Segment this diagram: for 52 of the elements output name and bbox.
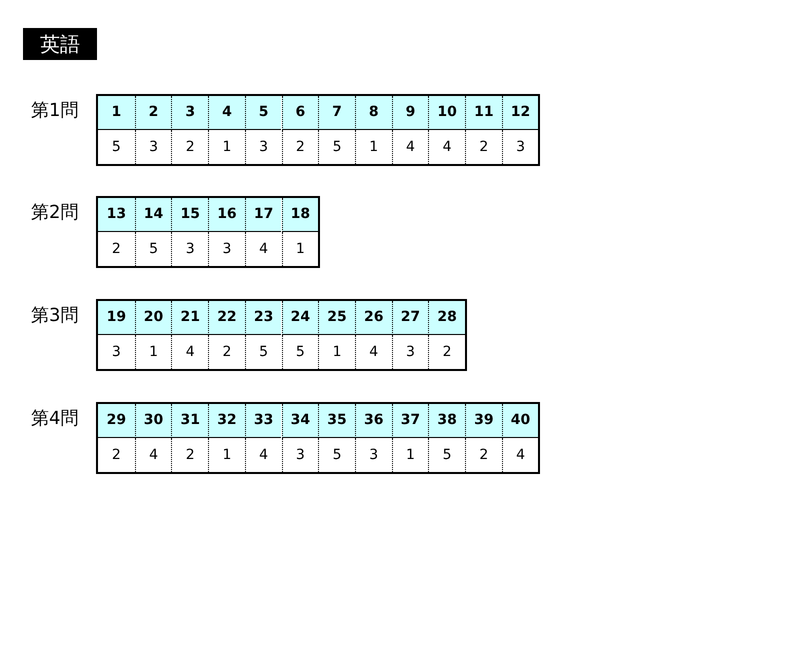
question-number: 40 <box>502 404 538 438</box>
question-number: 1 <box>98 96 135 130</box>
question-number: 31 <box>171 404 208 438</box>
question-number: 36 <box>354 404 392 438</box>
question-number: 38 <box>428 404 465 438</box>
answer-number: 3 <box>134 130 172 164</box>
question-number: 5 <box>244 96 282 130</box>
section-heading: 英語 <box>23 28 97 60</box>
answer-number: 1 <box>134 335 172 369</box>
question-number: 35 <box>318 404 355 438</box>
question-label: 第4問 <box>31 407 78 431</box>
question-number: 2 <box>134 96 172 130</box>
question-number: 9 <box>392 96 428 130</box>
question-number: 18 <box>282 198 318 232</box>
question-number: 7 <box>318 96 355 130</box>
question-number: 29 <box>98 404 135 438</box>
answer-number: 5 <box>134 232 172 266</box>
question-number: 16 <box>208 198 245 232</box>
question-number: 15 <box>171 198 208 232</box>
question-number: 22 <box>208 301 245 335</box>
question-number: 21 <box>171 301 208 335</box>
question-number: 8 <box>354 96 392 130</box>
question-number: 13 <box>98 198 135 232</box>
question-number: 6 <box>282 96 318 130</box>
question-number: 12 <box>502 96 538 130</box>
question-number: 20 <box>134 301 172 335</box>
answer-number: 4 <box>134 438 172 472</box>
question-number: 23 <box>244 301 282 335</box>
question-number: 33 <box>244 404 282 438</box>
question-number: 37 <box>392 404 428 438</box>
question-number: 3 <box>171 96 208 130</box>
question-label: 第2問 <box>31 201 78 225</box>
question-number: 28 <box>428 301 465 335</box>
question-label: 第1問 <box>31 99 78 123</box>
question-number: 24 <box>282 301 318 335</box>
question-number: 34 <box>282 404 318 438</box>
question-label: 第3問 <box>31 304 78 328</box>
question-number: 10 <box>428 96 465 130</box>
answer-number: 3 <box>392 335 428 369</box>
question-number: 4 <box>208 96 245 130</box>
question-number: 11 <box>465 96 502 130</box>
answer-number: 4 <box>392 130 428 164</box>
question-number: 14 <box>134 198 172 232</box>
question-number: 25 <box>318 301 355 335</box>
question-number: 27 <box>392 301 428 335</box>
question-number: 26 <box>354 301 392 335</box>
question-number: 19 <box>98 301 135 335</box>
question-number: 32 <box>208 404 245 438</box>
answer-number: 1 <box>392 438 428 472</box>
question-number: 39 <box>465 404 502 438</box>
question-number: 30 <box>134 404 172 438</box>
question-number: 17 <box>244 198 282 232</box>
